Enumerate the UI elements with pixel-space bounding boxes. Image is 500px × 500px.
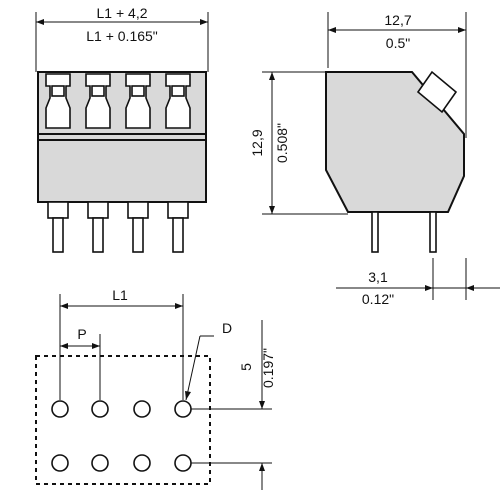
pitch-label: P <box>77 326 86 342</box>
pcb-hole <box>133 400 151 418</box>
pcb-hole <box>51 454 69 472</box>
pcb-hole <box>91 400 109 418</box>
height-in-label: 0.508" <box>274 123 290 163</box>
side-pin <box>371 211 379 253</box>
side-pin <box>429 211 437 253</box>
pin <box>47 201 69 253</box>
pcb-hole <box>51 400 69 418</box>
row-spacing-in-label: 0.197" <box>260 348 276 388</box>
pcb-hole <box>174 400 192 418</box>
hole-diameter-label: D <box>222 320 232 336</box>
side-view: 12,7 0.5" 12,9 0.508" 3,1 0.12" <box>249 12 500 307</box>
pcb-hole <box>133 454 151 472</box>
pin <box>87 201 109 253</box>
clamp-column <box>85 73 111 129</box>
footprint-view: L1 P D 5 0.197" <box>35 287 276 490</box>
clamp-column <box>125 73 151 129</box>
pin-offset-in-label: 0.12" <box>362 291 394 307</box>
pin <box>167 201 189 253</box>
row-spacing-mm-label: 5 <box>238 363 254 371</box>
pin <box>127 201 149 253</box>
clamp-column <box>165 73 191 129</box>
pin-offset-mm-label: 3,1 <box>368 269 388 285</box>
width-in-label: L1 + 0.165" <box>86 28 158 44</box>
footprint-length-label: L1 <box>112 287 128 303</box>
clamp-column <box>45 73 71 129</box>
front-view: L1 + 4,2 L1 + 0.165" <box>35 5 209 253</box>
height-mm-label: 12,9 <box>249 129 265 156</box>
pcb-hole <box>91 454 109 472</box>
pcb-hole <box>174 454 192 472</box>
width-mm-label: L1 + 4,2 <box>97 5 148 21</box>
depth-in-label: 0.5" <box>386 35 410 51</box>
depth-mm-label: 12,7 <box>384 12 411 28</box>
